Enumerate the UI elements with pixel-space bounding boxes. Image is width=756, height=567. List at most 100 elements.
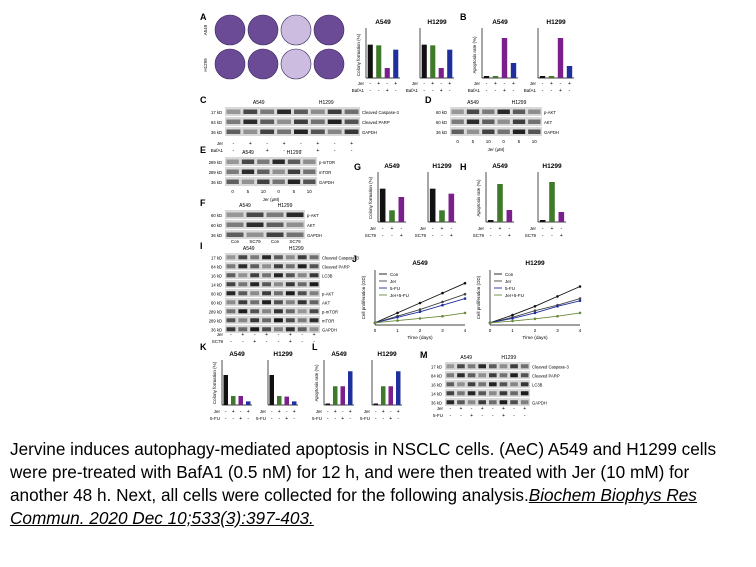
panel-H2-treat-label-0: Jer (530, 226, 537, 231)
blot-F-strip-2 (225, 230, 305, 239)
blot-I-mw-6: 289 kD (209, 309, 222, 314)
panel-H2-sign: + (560, 233, 563, 239)
panel-A-sign: - (386, 81, 388, 87)
blot-I-band (274, 264, 283, 269)
panel-G2-sign: + (450, 233, 453, 239)
panel-A-sign: - (369, 81, 371, 87)
blot-D-mw-0: 60 kD (436, 110, 447, 115)
panel-M-sign: - (471, 406, 473, 412)
chart-J-A549-ylabel: Cell proliferation (OD) (361, 275, 366, 319)
blot-M-strip-4 (445, 398, 530, 406)
blot-M-band (478, 364, 486, 369)
chart-J-A549-point (418, 301, 422, 305)
blot-M-mw-0: 17 kD (431, 364, 442, 369)
blot-I-strip-7 (225, 316, 320, 324)
citation-link[interactable]: Biochem Biophys Res Commun. 2020 Dec 10;… (10, 485, 697, 528)
blot-I-band (226, 318, 236, 323)
blot-I-label-6: p-mTOR (322, 309, 338, 314)
blot-C-mw-0: 17 kD (211, 110, 222, 115)
blot-M-band (499, 382, 508, 387)
panel-M-sign: + (523, 406, 526, 412)
blot-M-band (520, 373, 529, 378)
panel-I-treat-label-0: Jer (217, 332, 224, 337)
blot-I-band (274, 300, 283, 305)
blot-C-band (294, 109, 308, 114)
panel-A2-sign: - (423, 81, 425, 87)
blot-F-band (266, 212, 284, 217)
blot-F-label-1: AKT (307, 223, 316, 228)
panel-M-sign: - (524, 413, 526, 419)
chart-J-H1299-legend-3: Jer+5-FU (505, 293, 524, 298)
blot-I-band (309, 273, 319, 278)
panel-K-sign: - (247, 416, 249, 422)
colony-plate-1-0 (214, 48, 246, 80)
blot-D-label-0: p-AKT (544, 110, 556, 115)
blot-D-band (482, 109, 495, 114)
panel-B2-sign: - (569, 88, 571, 94)
blot-I-band (262, 282, 271, 287)
blot-I-band (262, 291, 271, 296)
panel-B-sign: - (486, 88, 488, 94)
chart-J-H1299-point (511, 319, 514, 323)
blot-E-mw-1: 289 kD (209, 170, 222, 175)
blot-I-band (250, 255, 260, 260)
blot-M-label-1: Cleaved PARP (532, 373, 560, 378)
panel-I-sign: + (253, 339, 256, 345)
panel-letter-F: F (200, 198, 206, 208)
panel-B-sign: - (504, 81, 506, 87)
panel-L2-sign: + (382, 409, 385, 415)
panel-C-sign: + (283, 141, 286, 147)
blot-I-band (274, 273, 283, 278)
blot-I-mw-4: 60 kD (211, 291, 222, 296)
blot-I-label-2: LC3B (322, 273, 333, 278)
blot-M-band (467, 382, 476, 387)
blot-I-strip-5 (225, 298, 320, 306)
blot-I-band (285, 300, 295, 305)
chart-L-A549-bar-3 (340, 386, 345, 405)
chart-J-H1299-point (578, 285, 582, 288)
chart-A-H1299-bar-2 (430, 45, 436, 78)
panel-G2-treat-label-0: Jer (420, 226, 427, 231)
chart-B-A549-bar-1 (483, 76, 490, 78)
chart-J-A549-point (463, 297, 467, 300)
blot-I-band (274, 318, 283, 323)
blot-I-band (250, 273, 260, 278)
blot-M-band (446, 391, 455, 396)
blot-E-mw-0: 289 kD (209, 160, 222, 165)
panel-A-sign: + (386, 88, 389, 94)
chart-J-H1299-point (578, 297, 582, 300)
blot-C-band (344, 109, 359, 114)
figure-caption: Jervine induces autophagy-mediated apopt… (10, 438, 746, 530)
chart-K-A549-bar-2 (231, 396, 236, 405)
panel-D-dose: 0 (456, 139, 459, 144)
blot-I-band (262, 255, 271, 260)
chart-L-ylabel: Apoptosis rate (%) (314, 364, 319, 402)
blot-C-band (260, 129, 275, 134)
panel-L-sign: + (341, 416, 344, 422)
panel-H-sign: + (508, 233, 511, 239)
blot-E-label-2: GAPDH (319, 180, 334, 185)
panel-C-sign: - (334, 148, 336, 154)
chart-H-ylabel: Apoptosis rate (%) (476, 179, 481, 217)
chart-J-H1299-point (556, 314, 559, 318)
panel-D-xlabel: Jer (μM) (488, 147, 505, 152)
blot-D-band (451, 109, 464, 114)
blot-I-mw-8: 36 kD (211, 327, 222, 332)
panel-D-dose: 10 (486, 139, 492, 144)
chart-J-A549-tick: 2 (419, 328, 422, 333)
panel-I-treat-label-1: SC79 (212, 339, 224, 344)
blot-D-mw-2: 36 kD (436, 130, 447, 135)
panel-C-treat-label-1: BafA1 (211, 148, 224, 153)
blot-I-band (250, 282, 260, 287)
panel-B2-treat-label-1: BafA1 (524, 88, 537, 93)
chart-A-ylabel: Colony formation (%) (356, 33, 361, 76)
blot-I-mw-3: 14 kD (211, 282, 222, 287)
blot-I-band (309, 255, 319, 260)
panel-C-sign: - (283, 148, 285, 154)
panel-C-sign: - (300, 148, 302, 154)
chart-A-A549-bar-3 (384, 68, 390, 78)
panel-K-sign: - (240, 409, 242, 415)
chart-L-A549-title: A549 (331, 351, 347, 358)
panel-B-sign: + (512, 81, 515, 87)
colony-plate-0-0 (214, 14, 246, 46)
